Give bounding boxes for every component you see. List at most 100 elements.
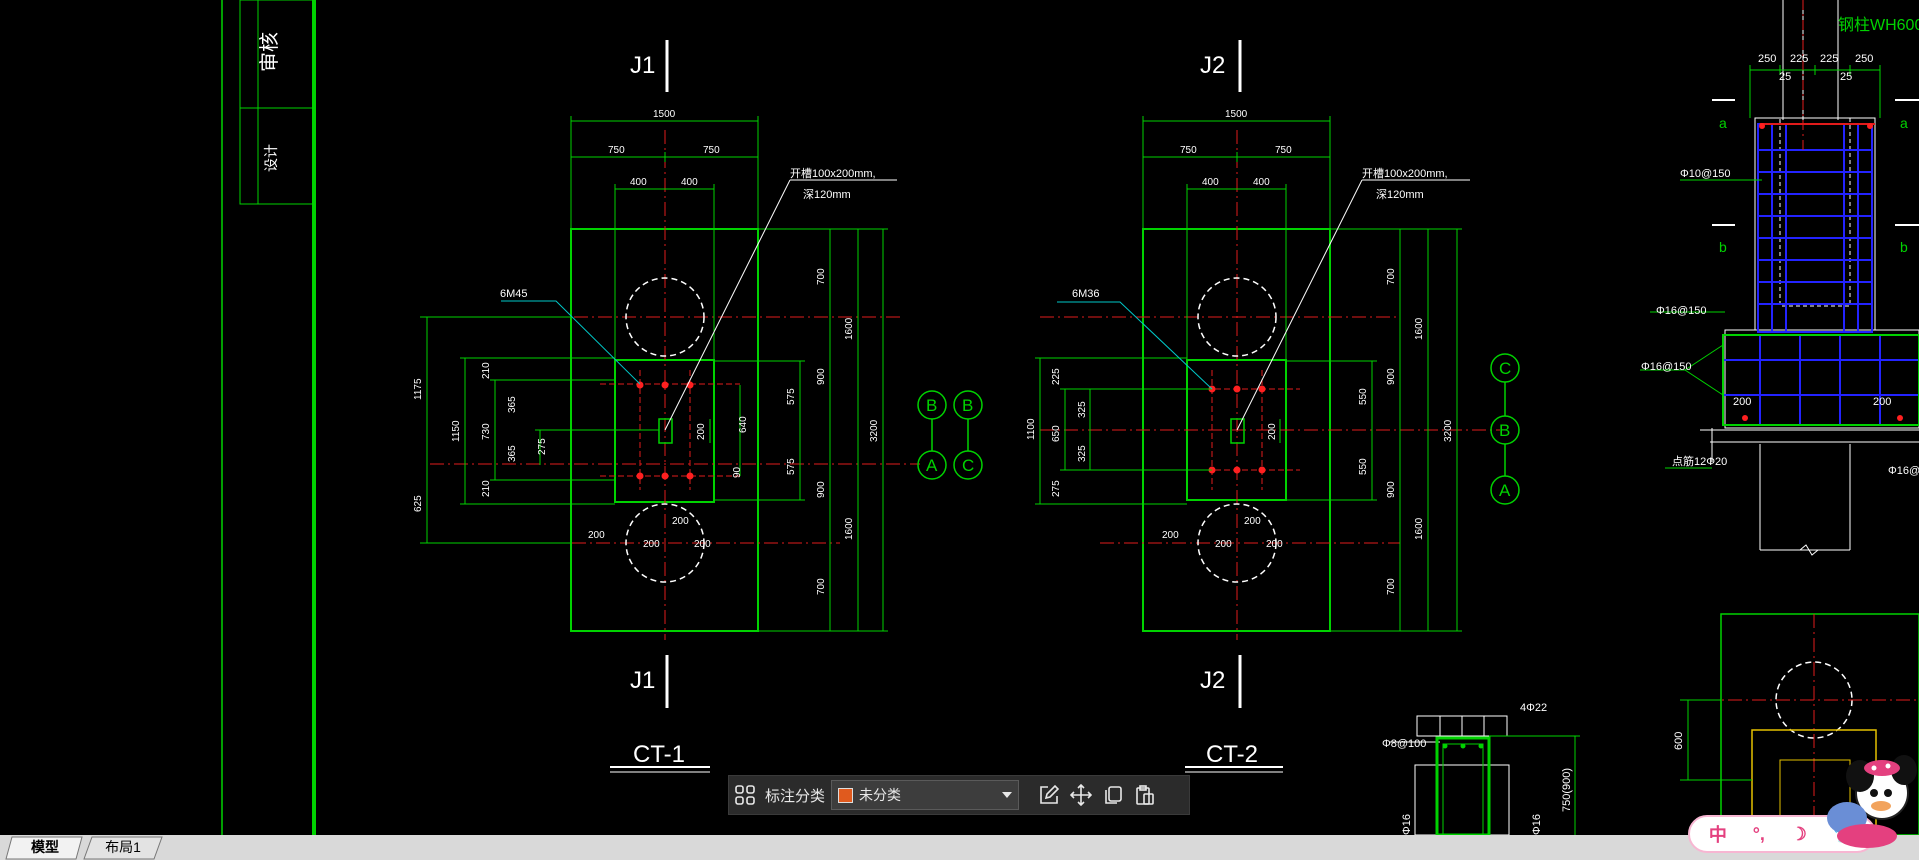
j1-dim-inner-1: 640 bbox=[738, 416, 749, 433]
ime-lang-toggle[interactable]: 中 bbox=[1708, 825, 1727, 845]
detail-dim-2: 225 bbox=[1820, 53, 1838, 65]
j2-dim-right-5: 550 bbox=[1358, 458, 1369, 475]
j1-bubble-0: B bbox=[926, 396, 937, 415]
j2-dim-left-4: 325 bbox=[1077, 445, 1088, 462]
column-top-label: 4Φ22 bbox=[1520, 702, 1547, 714]
j2-dim-right-4: 3200 bbox=[1443, 419, 1454, 442]
j1-dim-left-8: 210 bbox=[481, 480, 492, 497]
j1-dim-left-5: 365 bbox=[507, 396, 518, 413]
detail-dim-4: 25 bbox=[1779, 71, 1791, 83]
j1-dim-right-8: 700 bbox=[816, 578, 827, 595]
j2-dim-left-3: 325 bbox=[1077, 401, 1088, 418]
j1-dim-right-5: 575 bbox=[786, 458, 797, 475]
j2-dim-inner-0: 200 bbox=[1267, 423, 1278, 440]
column-section bbox=[1390, 715, 1580, 835]
detail-dim-200-right: 200 bbox=[1873, 396, 1891, 408]
j2-dim-right-2: 900 bbox=[1386, 368, 1397, 385]
j2-dim-right-6: 900 bbox=[1386, 481, 1397, 498]
tab-shapes bbox=[5, 836, 163, 860]
column-stirrup-label: Φ8@100 bbox=[1382, 738, 1426, 750]
category-value: 未分类 bbox=[859, 787, 902, 803]
mascot-icon bbox=[1827, 755, 1917, 848]
annotation-toolbar: 标注分类 未分类 bbox=[728, 775, 1190, 815]
j1-dim-inner-0: 200 bbox=[696, 423, 707, 440]
drawing-canvas[interactable]: 审核 设计 bbox=[0, 0, 1919, 835]
j1-dim-right-4: 3200 bbox=[869, 419, 880, 442]
j2-dim-inner-1: 200 bbox=[1162, 530, 1179, 541]
j2-section-mark-bottom: J2 bbox=[1200, 667, 1225, 694]
grid-icon[interactable] bbox=[729, 779, 761, 811]
j1-bolt-label: 6M45 bbox=[500, 288, 528, 300]
tab-model[interactable]: 模型 bbox=[31, 839, 59, 855]
j2-text: J2 J2 CT-2 开槽100x200mm, 深120mm 6M36 1500… bbox=[1026, 52, 1454, 768]
j2-dim-top-0: 1500 bbox=[1225, 109, 1248, 120]
paste-icon[interactable] bbox=[1129, 779, 1161, 811]
j1-dim-inner-3: 200 bbox=[588, 530, 605, 541]
title-block bbox=[221, 0, 316, 835]
move-icon[interactable] bbox=[1065, 779, 1097, 811]
j2-dim-left-5: 275 bbox=[1051, 480, 1062, 497]
j2-dim-top-3: 400 bbox=[1202, 177, 1219, 188]
j1-dim-left-7: 275 bbox=[537, 438, 548, 455]
j2-dim-right-3: 550 bbox=[1358, 388, 1369, 405]
j2-bubble-2: A bbox=[1499, 481, 1511, 500]
j2-bubble-1: B bbox=[1499, 421, 1510, 440]
copy-icon[interactable] bbox=[1097, 779, 1129, 811]
j1-dim-top-4: 400 bbox=[681, 177, 698, 188]
anchor-label: 点筋12Φ20 bbox=[1672, 454, 1727, 468]
j2-section-mark-top: J2 bbox=[1200, 52, 1225, 79]
section-b-right: b bbox=[1900, 239, 1908, 255]
beam-label: 钢柱WH600X bbox=[1838, 16, 1919, 34]
j2-dim-inner-2: 200 bbox=[1244, 516, 1261, 527]
j2-dim-right-0: 700 bbox=[1386, 268, 1397, 285]
category-select[interactable]: 未分类 bbox=[831, 780, 1020, 810]
category-color-swatch bbox=[838, 787, 854, 803]
j1-dim-right-7: 1600 bbox=[844, 517, 855, 540]
detail-dim-3: 250 bbox=[1855, 53, 1873, 65]
detail-dim-0: 250 bbox=[1758, 53, 1776, 65]
layout-tab-bar: 模型 布局1 bbox=[0, 835, 1919, 860]
rebar-label-2: Φ16@150 bbox=[1656, 305, 1707, 317]
j1-dim-left-0: 1175 bbox=[413, 378, 424, 400]
j1-dim-left-2: 210 bbox=[481, 362, 492, 379]
j2-dim-right-7: 1600 bbox=[1414, 517, 1425, 540]
j2-dim-inner-3: 200 bbox=[1215, 539, 1232, 550]
edit-icon[interactable] bbox=[1033, 779, 1065, 811]
j1-dim-top-2: 750 bbox=[703, 145, 720, 156]
detail-dim-200-left: 200 bbox=[1733, 396, 1751, 408]
rebar-label-3: Φ16@150 bbox=[1641, 361, 1692, 373]
tab-layout1[interactable]: 布局1 bbox=[105, 839, 141, 855]
moon-icon[interactable]: ☽ bbox=[1790, 823, 1807, 844]
j2-bolt-label: 6M36 bbox=[1072, 288, 1100, 300]
column-section-text: 4Φ22 Φ8@100 750(900) Φ16 Φ16 bbox=[1382, 702, 1573, 835]
title-block-text-2: 设计 bbox=[263, 144, 279, 172]
j1-foundation-plan bbox=[420, 40, 983, 773]
ime-punct-toggle[interactable]: °, bbox=[1752, 823, 1765, 844]
rebar-label-1: Φ10@150 bbox=[1680, 168, 1731, 180]
j1-note-line2: 深120mm bbox=[803, 188, 851, 201]
j2-dim-top-2: 750 bbox=[1275, 145, 1292, 156]
j1-dim-top-1: 750 bbox=[608, 145, 625, 156]
j2-note-line2: 深120mm bbox=[1376, 188, 1424, 201]
j1-dim-right-0: 700 bbox=[816, 268, 827, 285]
column-side-label-3: Φ16 bbox=[1531, 814, 1543, 835]
j2-dim-right-1: 1600 bbox=[1414, 317, 1425, 340]
j1-grid-bubbles: B B A C bbox=[926, 396, 974, 475]
j1-section-mark-top: J1 bbox=[630, 52, 655, 79]
j1-dim-right-2: 900 bbox=[816, 368, 827, 385]
j2-foundation-plan bbox=[1035, 40, 1520, 773]
detail-dim-5: 25 bbox=[1840, 71, 1852, 83]
j1-dim-inner-2: 90 bbox=[732, 466, 743, 478]
j2-bubble-0: C bbox=[1499, 359, 1511, 378]
j1-title: CT-1 bbox=[633, 741, 685, 768]
j2-grid-bubbles: C B A bbox=[1499, 359, 1511, 500]
detail-dim-1: 225 bbox=[1790, 53, 1808, 65]
j2-dim-left-2: 650 bbox=[1051, 425, 1062, 442]
chevron-down-icon bbox=[1002, 792, 1013, 798]
column-base-text: 钢柱WH600X 250 225 225 250 25 25 a a b b Φ… bbox=[1641, 16, 1919, 477]
rebar-label-4: Φ16@1 bbox=[1888, 465, 1919, 477]
j2-dim-top-1: 750 bbox=[1180, 145, 1197, 156]
column-side-label: 750(900) bbox=[1561, 768, 1573, 812]
j2-title: CT-2 bbox=[1206, 741, 1258, 768]
j2-dim-left-0: 225 bbox=[1051, 368, 1062, 385]
